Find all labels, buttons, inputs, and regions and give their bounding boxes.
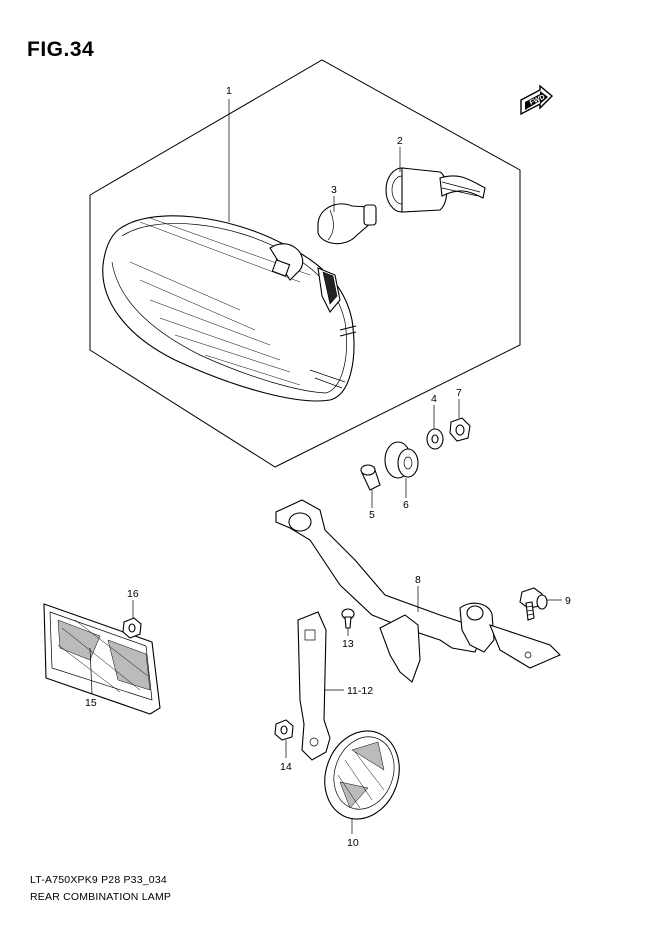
nut-16	[122, 617, 142, 639]
callout-6: 6	[403, 499, 409, 511]
callout-1: 1	[226, 85, 232, 97]
callout-16: 16	[127, 588, 139, 600]
callout-5: 5	[369, 509, 375, 521]
figure-title: FIG.34	[27, 38, 95, 61]
rectangular-reflector	[43, 603, 161, 715]
bulb-socket	[385, 167, 486, 213]
screw-13	[341, 608, 355, 629]
bolt-9	[519, 587, 548, 621]
nut-7	[449, 417, 471, 442]
callout-2: 2	[397, 135, 403, 147]
washer	[426, 428, 444, 450]
collar	[360, 464, 381, 491]
reflector-stay	[297, 611, 331, 761]
bulb	[317, 203, 377, 245]
leader-line-15	[89, 647, 93, 695]
lamp-bracket	[275, 499, 561, 683]
callout-9: 9	[565, 595, 571, 607]
round-reflector	[324, 730, 400, 820]
callout-4: 4	[431, 393, 437, 405]
callout-7: 7	[456, 387, 462, 399]
fwd-direction-badge: FWD	[520, 84, 554, 116]
callout-11-12: 11-12	[347, 685, 373, 697]
callout-10: 10	[347, 837, 359, 849]
nut-14	[274, 719, 294, 741]
callout-3: 3	[331, 184, 337, 196]
model-code: LT-A750XPK9 P28 P33_034	[30, 874, 167, 886]
assembly-outline	[89, 59, 521, 468]
rear-combination-lamp-housing	[102, 215, 357, 402]
grommet	[384, 441, 419, 479]
callout-8: 8	[415, 574, 421, 586]
section-name: REAR COMBINATION LAMP	[30, 891, 172, 903]
callout-15: 15	[85, 697, 97, 709]
callout-13: 13	[342, 638, 354, 650]
callout-14: 14	[280, 761, 292, 773]
